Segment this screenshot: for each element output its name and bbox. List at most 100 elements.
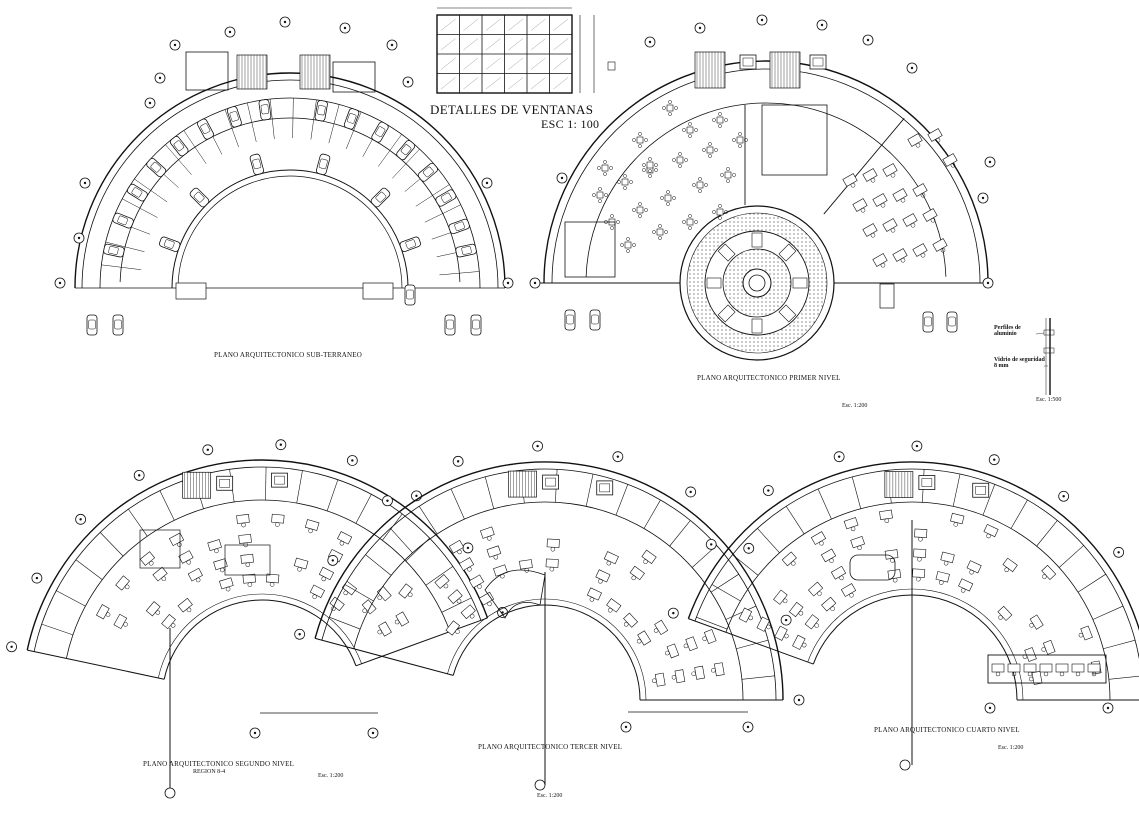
- dining-table-icon: [632, 132, 648, 148]
- car-icon: [86, 314, 98, 336]
- workstation-icon: [545, 558, 559, 572]
- workstation-icon: [932, 238, 948, 253]
- workstation-icon: [394, 611, 410, 627]
- workstation-icon: [912, 243, 928, 258]
- workstation-icon: [629, 565, 645, 581]
- workstation-icon: [271, 513, 285, 527]
- elevator-icon: [596, 480, 614, 496]
- car-icon: [922, 311, 934, 333]
- plan-subterraneo: [54, 16, 514, 336]
- workstation-icon: [773, 589, 788, 605]
- workstation-icon: [1071, 663, 1085, 677]
- workstation-icon: [830, 565, 847, 581]
- workstation-icon: [207, 539, 222, 554]
- workstation-icon: [872, 253, 888, 268]
- workstation-icon: [152, 566, 168, 582]
- workstation-icon: [879, 509, 893, 524]
- workstation-icon: [788, 601, 804, 618]
- plan-title-primer: PLANO ARQUITECTONICO PRIMER NIVEL: [697, 374, 841, 382]
- workstation-icon: [966, 560, 982, 575]
- car-icon: [470, 314, 482, 336]
- workstation-icon: [892, 248, 908, 263]
- dining-table-icon: [682, 122, 698, 138]
- workstation-icon: [683, 636, 698, 652]
- profile-label-vidrio: Vidrio de seguridad 8 mm: [994, 357, 1045, 369]
- car-icon: [103, 243, 125, 258]
- workstation-icon: [478, 591, 495, 607]
- workstation-icon: [821, 596, 837, 612]
- car-icon: [370, 187, 391, 208]
- workstation-icon: [468, 574, 485, 589]
- elevator-icon: [542, 474, 559, 490]
- plan-title-subterraneo: PLANO ARQUITECTONICO SUB-TERRANEO: [214, 351, 363, 359]
- car-icon: [404, 284, 416, 306]
- workstation-icon: [652, 672, 666, 687]
- workstation-icon: [665, 643, 680, 659]
- workstation-icon: [337, 531, 353, 546]
- workstation-icon: [486, 545, 502, 560]
- workstation-icon: [862, 168, 878, 183]
- workstation-icon: [586, 587, 602, 602]
- dining-table-icon: [617, 174, 633, 190]
- workstation-icon: [912, 183, 928, 198]
- workstation-icon: [445, 620, 461, 636]
- dining-table-icon: [620, 237, 636, 253]
- car-icon: [249, 153, 265, 176]
- workstation-icon: [653, 619, 669, 636]
- workstation-icon: [398, 583, 413, 599]
- workstation-icon: [168, 532, 185, 547]
- plan-segundo: [6, 439, 508, 799]
- workstation-icon: [177, 597, 193, 613]
- workstation-icon: [139, 551, 156, 566]
- workstation-icon: [810, 531, 827, 546]
- dining-table-icon: [597, 160, 613, 176]
- car-icon: [455, 243, 477, 258]
- workstation-icon: [1029, 614, 1044, 630]
- car-icon: [189, 187, 210, 208]
- workstation-icon: [781, 551, 797, 567]
- workstation-icon: [913, 548, 927, 562]
- plan-title-cuarto: PLANO ARQUITECTONICO CUARTO NIVEL: [874, 726, 1020, 734]
- plan-title-tercer: PLANO ARQUITECTONICO TERCER NIVEL: [478, 743, 623, 751]
- dining-table-icon: [662, 100, 678, 116]
- workstation-icon: [1041, 639, 1056, 655]
- workstation-icon: [519, 559, 533, 573]
- workstation-icon: [935, 571, 950, 585]
- car-icon: [435, 189, 457, 207]
- workstation-icon: [804, 614, 820, 630]
- car-icon: [444, 314, 456, 336]
- workstation-icon: [942, 153, 958, 168]
- workstation-icon: [940, 551, 955, 566]
- plan-scale-primer: Esc. 1:200: [842, 403, 868, 409]
- window-detail: [436, 7, 616, 94]
- car-icon: [946, 311, 958, 333]
- workstation-icon: [852, 198, 868, 213]
- workstation-icon: [240, 553, 254, 567]
- workstation-icon: [304, 519, 320, 534]
- plan-scale-segundo: Esc. 1:200: [318, 773, 344, 779]
- dining-table-icon: [702, 142, 718, 158]
- stairs-icon: [236, 54, 268, 90]
- plan-title-segundo: PLANO ARQUITECTONICO SEGUNDO NIVEL: [143, 760, 295, 768]
- workstation-icon: [434, 574, 450, 589]
- workstation-icon: [892, 188, 908, 203]
- car-icon: [417, 162, 438, 182]
- workstation-icon: [641, 549, 657, 564]
- elevator-icon: [739, 54, 757, 70]
- car-icon: [399, 236, 421, 252]
- stairs-icon: [299, 54, 331, 90]
- workstation-icon: [623, 612, 639, 628]
- workstation-icon: [219, 577, 234, 592]
- profile-scale: Esc. 1:500: [1036, 397, 1062, 403]
- profile-label-aluminio: Perfiles de aluminio: [994, 325, 1021, 337]
- workstation-icon: [907, 133, 923, 148]
- workstation-icon: [840, 583, 857, 598]
- workstation-icon: [914, 528, 928, 542]
- workstation-icon: [603, 551, 619, 566]
- workstation-icon: [458, 557, 475, 572]
- car-icon: [112, 212, 134, 229]
- car-icon: [589, 309, 601, 331]
- workstation-icon: [309, 584, 325, 599]
